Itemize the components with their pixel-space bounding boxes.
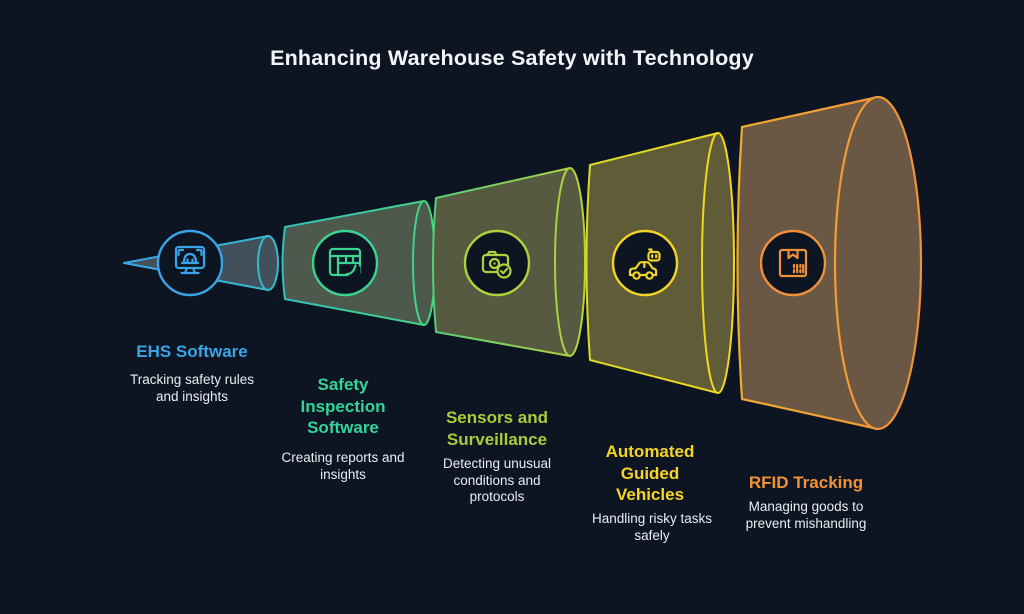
monitor-hardhat-icon <box>174 245 206 275</box>
camera-check-icon <box>481 250 512 279</box>
stage-3-badge <box>463 229 531 297</box>
stage-4-description: Handling risky tasks safely <box>591 511 713 543</box>
stage-5-name: RFID Tracking <box>748 473 864 492</box>
package-barcode-icon <box>778 248 808 278</box>
stage-3-name: Sensors and Surveillance <box>445 408 549 449</box>
stage-3-description: Detecting unusual conditions and protoco… <box>442 456 552 504</box>
stage-5-description: Managing goods to prevent mishandling <box>745 499 867 531</box>
stage-5-badge <box>759 229 827 297</box>
automated-vehicle-icon <box>628 248 661 280</box>
stage-4-name: Automated Guided Vehicles <box>605 442 695 504</box>
inspection-report-icon <box>328 247 362 277</box>
stage-1-description: Tracking safety rules and insights <box>129 372 255 404</box>
stage-2-name: Safety Inspection Software <box>300 375 386 437</box>
stage-2-description: Creating reports and insights <box>281 450 405 482</box>
stage-1-name: EHS Software <box>136 342 248 361</box>
page-title: Enhancing Warehouse Safety with Technolo… <box>270 46 754 70</box>
